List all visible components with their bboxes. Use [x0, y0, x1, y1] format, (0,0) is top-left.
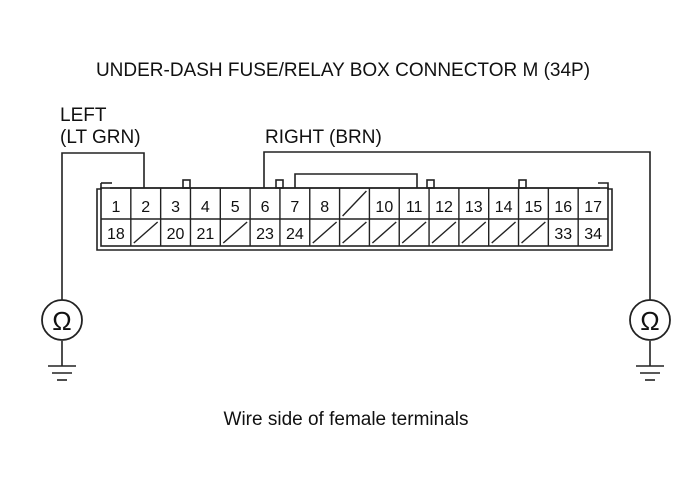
- terminal-18: 18: [107, 226, 125, 243]
- right-probe-label: RIGHT (BRN): [265, 127, 382, 148]
- terminal-1: 1: [111, 199, 120, 216]
- left-ohm-symbol: Ω: [52, 306, 71, 336]
- terminal-4: 4: [201, 199, 210, 216]
- empty-cavity-slash: [401, 221, 427, 244]
- empty-cavity-slash: [222, 221, 248, 244]
- terminal-10: 10: [375, 199, 393, 216]
- empty-cavity-slash: [371, 221, 397, 244]
- empty-cavity-slash: [491, 221, 516, 244]
- terminal-2: 2: [141, 199, 150, 216]
- terminal-20: 20: [167, 226, 185, 243]
- right-ohm-symbol: Ω: [640, 306, 659, 336]
- left-probe-label: LEFT: [60, 105, 107, 126]
- empty-cavity-slash: [431, 221, 457, 244]
- terminal-8: 8: [320, 199, 329, 216]
- empty-cavity-slash: [521, 221, 546, 244]
- empty-cavity-slash: [461, 221, 487, 244]
- terminal-34: 34: [584, 226, 602, 243]
- connector-body: [96, 173, 613, 251]
- left-ohmmeter-icon: Ω: [41, 299, 83, 341]
- terminal-21: 21: [196, 226, 214, 243]
- right-ground-icon: [636, 365, 664, 381]
- terminal-6: 6: [261, 199, 270, 216]
- empty-cavity-slash: [342, 221, 367, 244]
- left-probe-wire: [61, 152, 145, 300]
- terminal-11: 11: [406, 199, 423, 216]
- right-probe-wire: [263, 151, 651, 300]
- terminal-3: 3: [171, 199, 180, 216]
- terminal-16: 16: [554, 199, 572, 216]
- diagram-title: UNDER-DASH FUSE/RELAY BOX CONNECTOR M (3…: [96, 60, 590, 81]
- empty-cavity-slash: [133, 221, 159, 244]
- terminal-12: 12: [435, 199, 453, 216]
- probe-wires: [61, 151, 651, 366]
- terminal-33: 33: [554, 226, 572, 243]
- right-ohmmeter-icon: Ω: [629, 299, 671, 341]
- left-ground-icon: [48, 365, 76, 381]
- left-probe-wire-color: (LT GRN): [60, 127, 141, 148]
- terminal-5: 5: [231, 199, 240, 216]
- terminal-15: 15: [525, 199, 543, 216]
- terminal-23: 23: [256, 226, 274, 243]
- terminal-17: 17: [584, 199, 602, 216]
- terminal-14: 14: [495, 199, 513, 216]
- diagram-caption: Wire side of female terminals: [224, 409, 469, 430]
- terminal-13: 13: [465, 199, 483, 216]
- empty-cavity-slash: [312, 221, 338, 244]
- empty-cavity-slash: [342, 190, 367, 217]
- terminal-24: 24: [286, 226, 304, 243]
- terminal-7: 7: [290, 199, 299, 216]
